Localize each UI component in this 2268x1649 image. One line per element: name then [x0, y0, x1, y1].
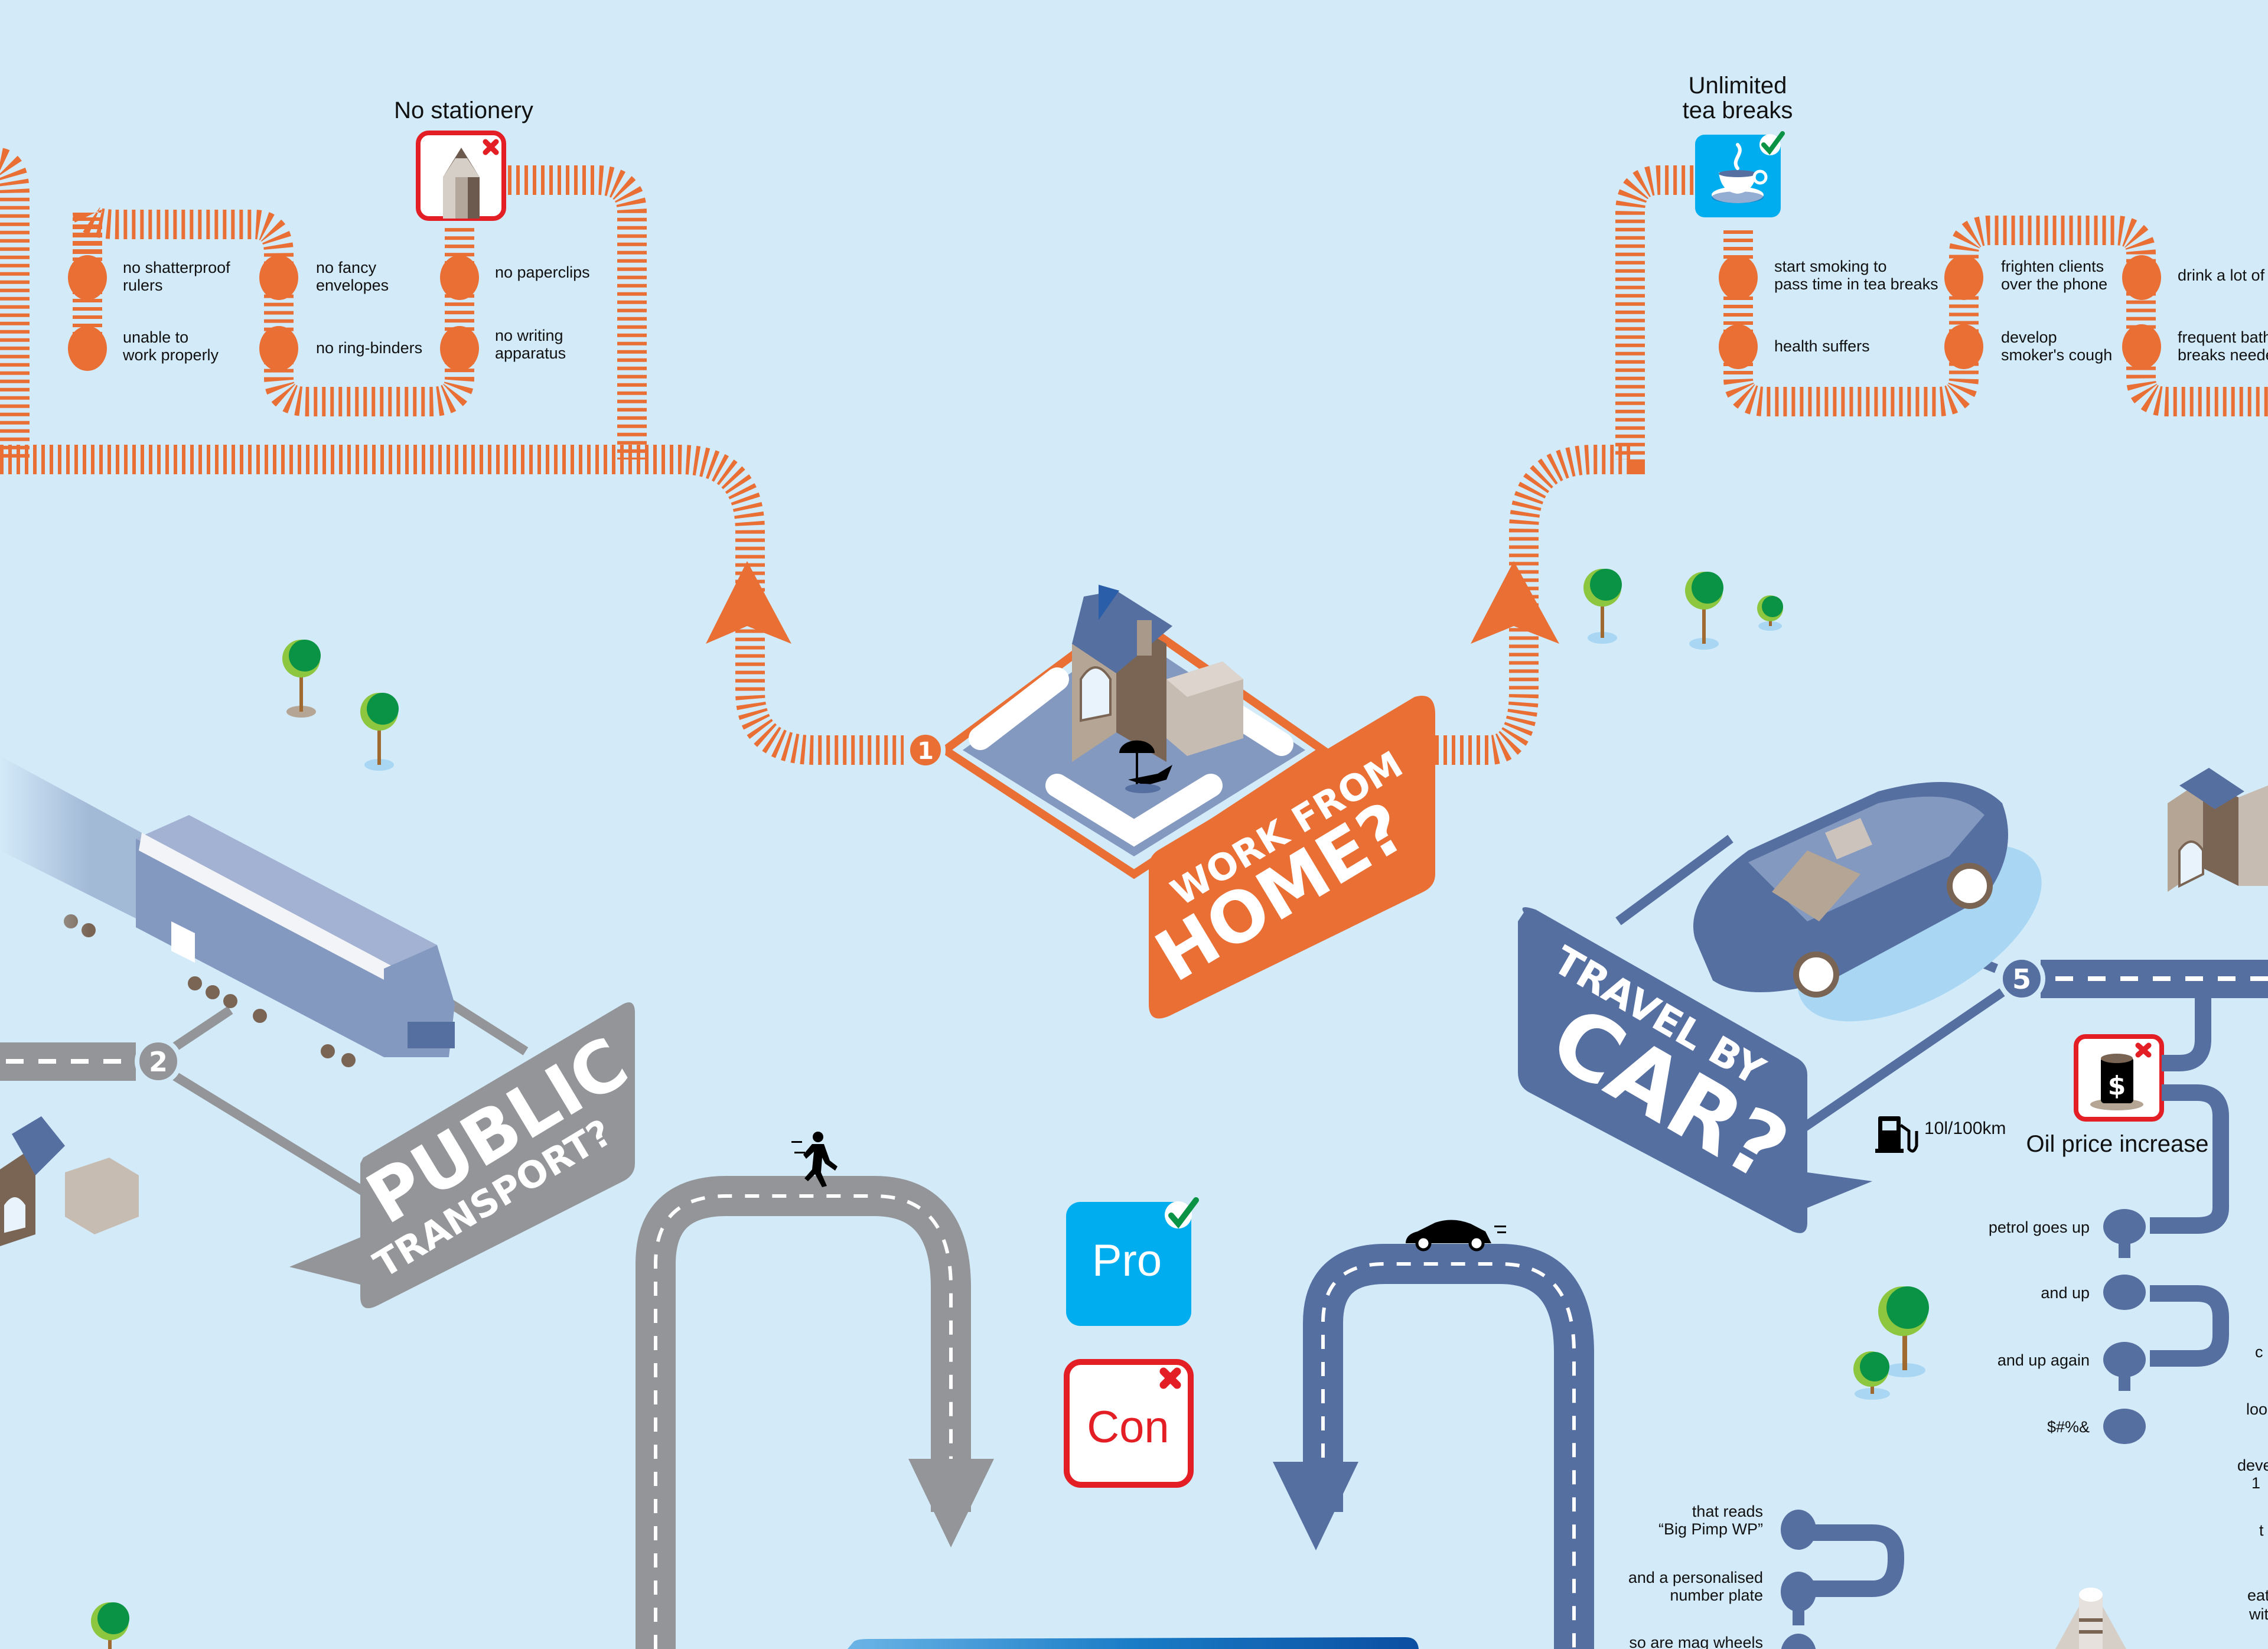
tea-item: drink a lot of t [2178, 266, 2268, 284]
svg-text:eat: eat [2247, 1586, 2268, 1604]
orange-path-left-edge [0, 148, 30, 459]
cross-icon [2135, 1042, 2152, 1058]
fuel-pump-icon [1875, 1116, 1918, 1153]
oil-price-item: $#%& [2047, 1418, 2090, 1436]
trees [91, 569, 1929, 1649]
tree-icon [1878, 1286, 1929, 1377]
oil-price-nodes [2103, 1209, 2146, 1444]
pimp-nodes [1781, 1510, 1816, 1649]
oil-price-item: petrol goes up [1989, 1218, 2090, 1236]
orange-arrow-up-right [1471, 561, 1559, 644]
svg-text:deve: deve [2237, 1456, 2268, 1474]
cross-icon [1159, 1367, 1181, 1389]
gray-arrow-down [908, 1459, 994, 1547]
route-number-badge [1998, 955, 2045, 1002]
oil-price-item: and up again [1997, 1351, 2090, 1369]
tree-icon [282, 640, 321, 718]
svg-text:loo: loo [2246, 1400, 2267, 1418]
svg-text:t: t [2259, 1521, 2264, 1539]
sunbather-icon [1119, 740, 1172, 793]
orange-path-to-tea [1435, 165, 1695, 765]
orange-arrow-up-left [706, 561, 791, 644]
house-icon [0, 1116, 139, 1246]
blue-road-loop [1273, 1244, 1594, 1649]
orange-path-tea-loop [1723, 216, 2268, 416]
orange-path-stationery-loop [73, 206, 474, 416]
work-from-home-section: 1 WORK FROM HOME? [905, 585, 1435, 1019]
tree-icon [360, 693, 399, 771]
checkmark-icon [1761, 131, 1785, 155]
route-number: 1 [917, 738, 934, 765]
tree-icon [1757, 595, 1783, 631]
oil-barrel-dollar-icon: $ [2101, 1054, 2133, 1103]
orange-path-stationery-right [508, 165, 647, 459]
teacup-icon [1712, 143, 1768, 203]
route-number: 2 [149, 1046, 168, 1078]
stationery-nodes [68, 255, 479, 371]
no-stationery-title: No stationery [394, 97, 533, 123]
stationery-item: no ring-binders [316, 339, 422, 357]
tower-icon [2055, 1588, 2126, 1649]
travel-by-car-section: 5 TRAVEL BY CAR? 10l [1518, 768, 2268, 1649]
svg-text:wit: wit [2249, 1605, 2268, 1623]
oil-price-title: Oil price increase [2026, 1131, 2208, 1157]
home-frame [937, 609, 1331, 879]
tea-nodes [1719, 255, 2161, 369]
right-edge-fragments: c loo deve 1 t eat wit [2237, 1343, 2268, 1623]
route-number-badge [905, 730, 946, 770]
tree-icon [1583, 569, 1622, 644]
legend: Pro Con [1064, 1197, 1199, 1488]
teacup-icon-card [1695, 131, 1785, 217]
tree-icon [1853, 1351, 1890, 1400]
pro-label: Pro [1092, 1236, 1162, 1286]
car-icon-large [1693, 782, 2042, 1022]
pimp-item: that reads“Big Pimp WP” [1658, 1503, 1763, 1538]
fuel-consumption: 10l/100km [1924, 1119, 2006, 1138]
gray-road-loop [636, 1176, 994, 1649]
oil-price-item: and up [2041, 1284, 2090, 1302]
tree-icon [91, 1602, 129, 1649]
running-person-icon [791, 1132, 838, 1187]
svg-text:$: $ [2108, 1071, 2126, 1101]
oil-price-card: $ [2074, 1034, 2164, 1122]
con-legend-card: Con [1064, 1359, 1194, 1488]
route-number-badge [135, 1038, 182, 1085]
house-icon [2168, 768, 2268, 892]
pencil-icon-card [416, 131, 506, 221]
stationery-item: no paperclips [495, 263, 590, 281]
pro-legend-card: Pro [1066, 1197, 1199, 1326]
cross-icon [483, 139, 499, 155]
car-icon [1406, 1220, 1506, 1252]
blue-arrow-down [1273, 1462, 1358, 1550]
tree-icon [1685, 572, 1723, 650]
con-label: Con [1087, 1402, 1169, 1452]
tea-item: health suffers [1774, 337, 1870, 355]
svg-text:c: c [2255, 1343, 2263, 1361]
orange-path-to-home-left [0, 445, 904, 765]
pimp-item: so are mag wheels [1629, 1634, 1763, 1649]
bottom-banner [848, 1637, 1419, 1649]
route-number: 5 [2012, 963, 2031, 995]
checkmark-icon [1168, 1197, 1199, 1228]
train-icon [0, 744, 455, 1067]
svg-text:1: 1 [2251, 1474, 2260, 1492]
house-icon [1072, 585, 1243, 762]
